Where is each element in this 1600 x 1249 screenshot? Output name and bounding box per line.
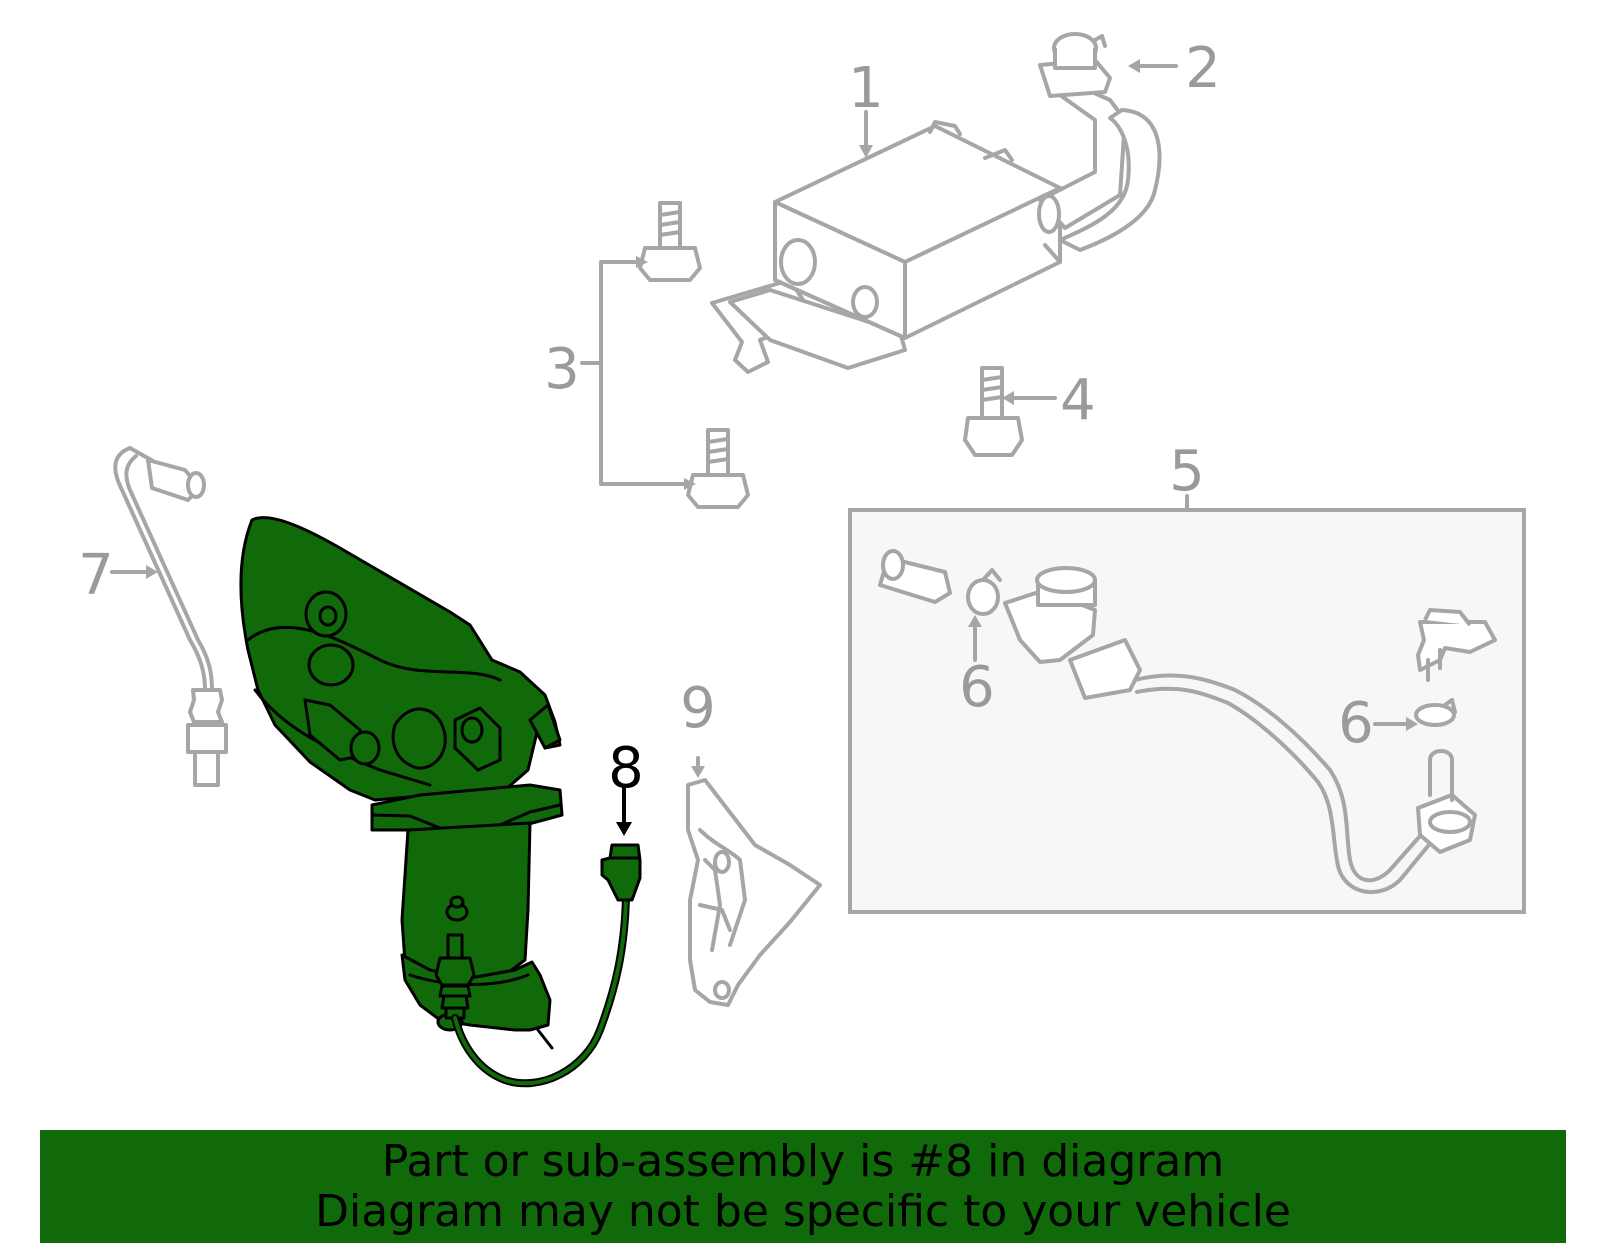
- leader-lines: [110, 59, 1418, 836]
- callout-6-right: 6: [1338, 691, 1374, 756]
- info-banner: Part or sub-assembly is #8 in diagram Di…: [40, 1130, 1566, 1243]
- part-2-purge-valve[interactable]: [1038, 32, 1112, 98]
- part-5-hose-assembly[interactable]: [848, 508, 1526, 914]
- part-3-bolts[interactable]: [638, 201, 750, 509]
- bolt-3-upper: [638, 201, 702, 282]
- callout-5: 5: [1169, 439, 1205, 504]
- callout-2: 2: [1185, 36, 1221, 101]
- part-8-catalytic-converter[interactable]: [239, 516, 642, 1088]
- callout-7: 7: [78, 543, 114, 608]
- part-1-evap-canister[interactable]: [710, 78, 1162, 374]
- callout-1: 1: [848, 56, 884, 121]
- banner-line-disclaimer: Diagram may not be specific to your vehi…: [315, 1185, 1291, 1237]
- callout-3: 3: [544, 337, 580, 402]
- part-9-heat-shield[interactable]: [686, 778, 822, 1007]
- bolt-3-lower: [686, 428, 750, 509]
- callout-8: 8: [608, 736, 644, 801]
- part-7-oxygen-sensor[interactable]: [113, 446, 228, 787]
- callout-4: 4: [1060, 368, 1096, 433]
- callout-9: 9: [680, 676, 716, 741]
- callout-6-left: 6: [959, 655, 995, 720]
- part-4-bolt[interactable]: [963, 366, 1024, 457]
- banner-line-part: Part or sub-assembly is #8 in diagram: [381, 1135, 1225, 1187]
